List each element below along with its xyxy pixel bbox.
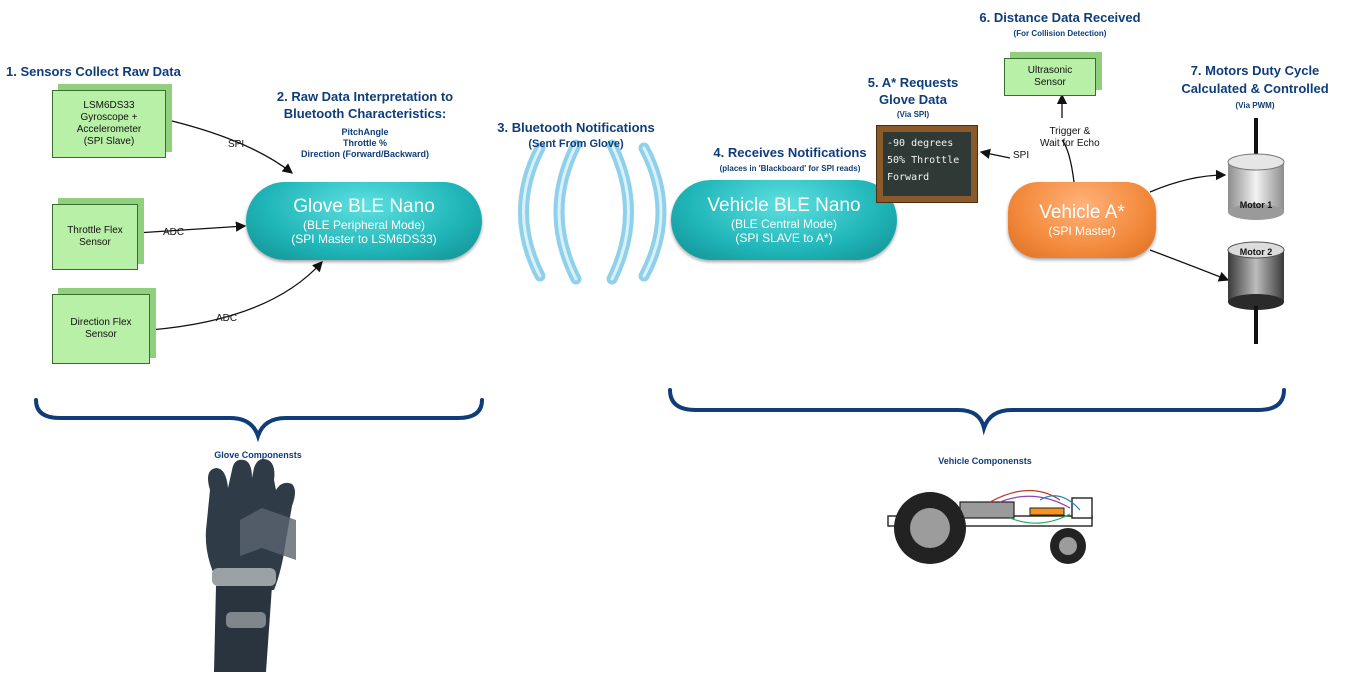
edge-label-adc-direction: ADC [216, 313, 238, 324]
throttle-flex-sensor-box: Throttle Flex Sensor [52, 204, 138, 270]
direction-flex-sensor-box: Direction Flex Sensor [52, 294, 150, 364]
characteristic-throttle: Throttle % [343, 138, 387, 148]
step-7-title: 7. Motors Duty Cycle Calculated & Contro… [1181, 63, 1329, 96]
step-5-subtitle: (Via SPI) [896, 110, 930, 119]
glove-ble-nano-title: Glove BLE Nano [293, 196, 435, 217]
glove-icon [205, 459, 296, 672]
vehicle-astar-node: Vehicle A* (SPI Master) [1008, 182, 1156, 258]
motor-1-label: Motor 1 [1239, 200, 1273, 210]
characteristic-pitch: PitchAngle [341, 127, 389, 137]
bluetooth-waves-icon [518, 139, 667, 285]
vehicle-ble-nano-title: Vehicle BLE Nano [707, 195, 861, 216]
step-1-title: 1. Sensors Collect Raw Data [6, 64, 181, 79]
ultrasonic-sensor-label: Ultrasonic Sensor [1027, 65, 1073, 88]
vehicle-astar-title: Vehicle A* [1039, 202, 1125, 223]
astar-motor1-arrow [1149, 169, 1227, 193]
vehicle-components-label: Vehicle Componensts [938, 456, 1032, 466]
vehicle-ble-nano-spi: (SPI SLAVE to A*) [735, 231, 833, 245]
spi-arrow-astar [979, 148, 1011, 159]
blackboard: -90 degrees 50% Throttle Forward [876, 125, 978, 203]
glove-ble-nano-mode: (BLE Peripheral Mode) [302, 218, 426, 232]
step-4-subtitle: (places in 'Blackboard' for SPI reads) [719, 164, 861, 173]
glove-ble-nano-spi: (SPI Master to LSM6DS33) [291, 232, 437, 246]
glove-ble-nano-node: Glove BLE Nano (BLE Peripheral Mode) (SP… [246, 182, 482, 260]
motor-1-icon [1227, 118, 1285, 220]
vehicle-ble-nano-mode: (BLE Central Mode) [730, 217, 838, 231]
edge-label-adc-throttle: ADC [163, 227, 185, 238]
direction-flex-sensor-label: Direction Flex Sensor [70, 317, 132, 340]
step-4-title: 4. Receives Notifications [713, 145, 867, 160]
imu-sensor-label: LSM6DS33 Gyroscope + Accelerometer (SPI … [76, 100, 142, 147]
vehicle-astar-role: (SPI Master) [1048, 224, 1116, 238]
motor-2-icon [1227, 241, 1285, 344]
step-3-title: 3. Bluetooth Notifications [497, 120, 655, 135]
vehicle-ble-nano-node: Vehicle BLE Nano (BLE Central Mode) (SPI… [671, 180, 897, 260]
blackboard-line-throttle: 50% Throttle [887, 155, 960, 166]
vehicle-brace-icon [668, 388, 1286, 436]
step-7-subtitle: (Via PWM) [1235, 101, 1275, 110]
imu-sensor-box: LSM6DS33 Gyroscope + Accelerometer (SPI … [52, 90, 166, 158]
step-6-subtitle: (For Collision Detection) [1013, 29, 1107, 38]
blackboard-line-direction: Forward [887, 172, 930, 183]
step-5-title: 5. A* Requests Glove Data [867, 75, 959, 107]
glove-components-label: Glove Componensts [214, 450, 302, 460]
adc-arrow-throttle [135, 221, 247, 234]
edge-label-trigger-echo: Trigger & Wait for Echo [1040, 126, 1100, 149]
edge-label-spi-imu: SPI [228, 139, 245, 150]
adc-arrow-direction [149, 261, 323, 331]
blackboard-surface: -90 degrees 50% Throttle Forward [883, 132, 971, 196]
glove-brace-icon [34, 398, 484, 443]
motor-2-label: Motor 2 [1239, 247, 1273, 257]
vehicle-icon [887, 489, 1093, 564]
step-6-title: 6. Distance Data Received [979, 10, 1141, 25]
step-2-title: 2. Raw Data Interpretation to Bluetooth … [276, 89, 454, 121]
spi-arrow-imu [167, 119, 294, 174]
throttle-flex-sensor-label: Throttle Flex Sensor [67, 225, 123, 248]
step-2-items: PitchAngle Throttle % Direction (Forward… [250, 127, 480, 160]
blackboard-line-pitch: -90 degrees [887, 138, 954, 149]
astar-motor2-arrow [1149, 249, 1230, 282]
step-3-subtitle: (Sent From Glove) [528, 138, 624, 150]
edge-label-spi-astar: SPI [1013, 150, 1030, 161]
echo-line [1061, 139, 1075, 183]
characteristic-direction: Direction (Forward/Backward) [300, 149, 430, 159]
ultrasonic-sensor-box: Ultrasonic Sensor [1004, 58, 1096, 96]
